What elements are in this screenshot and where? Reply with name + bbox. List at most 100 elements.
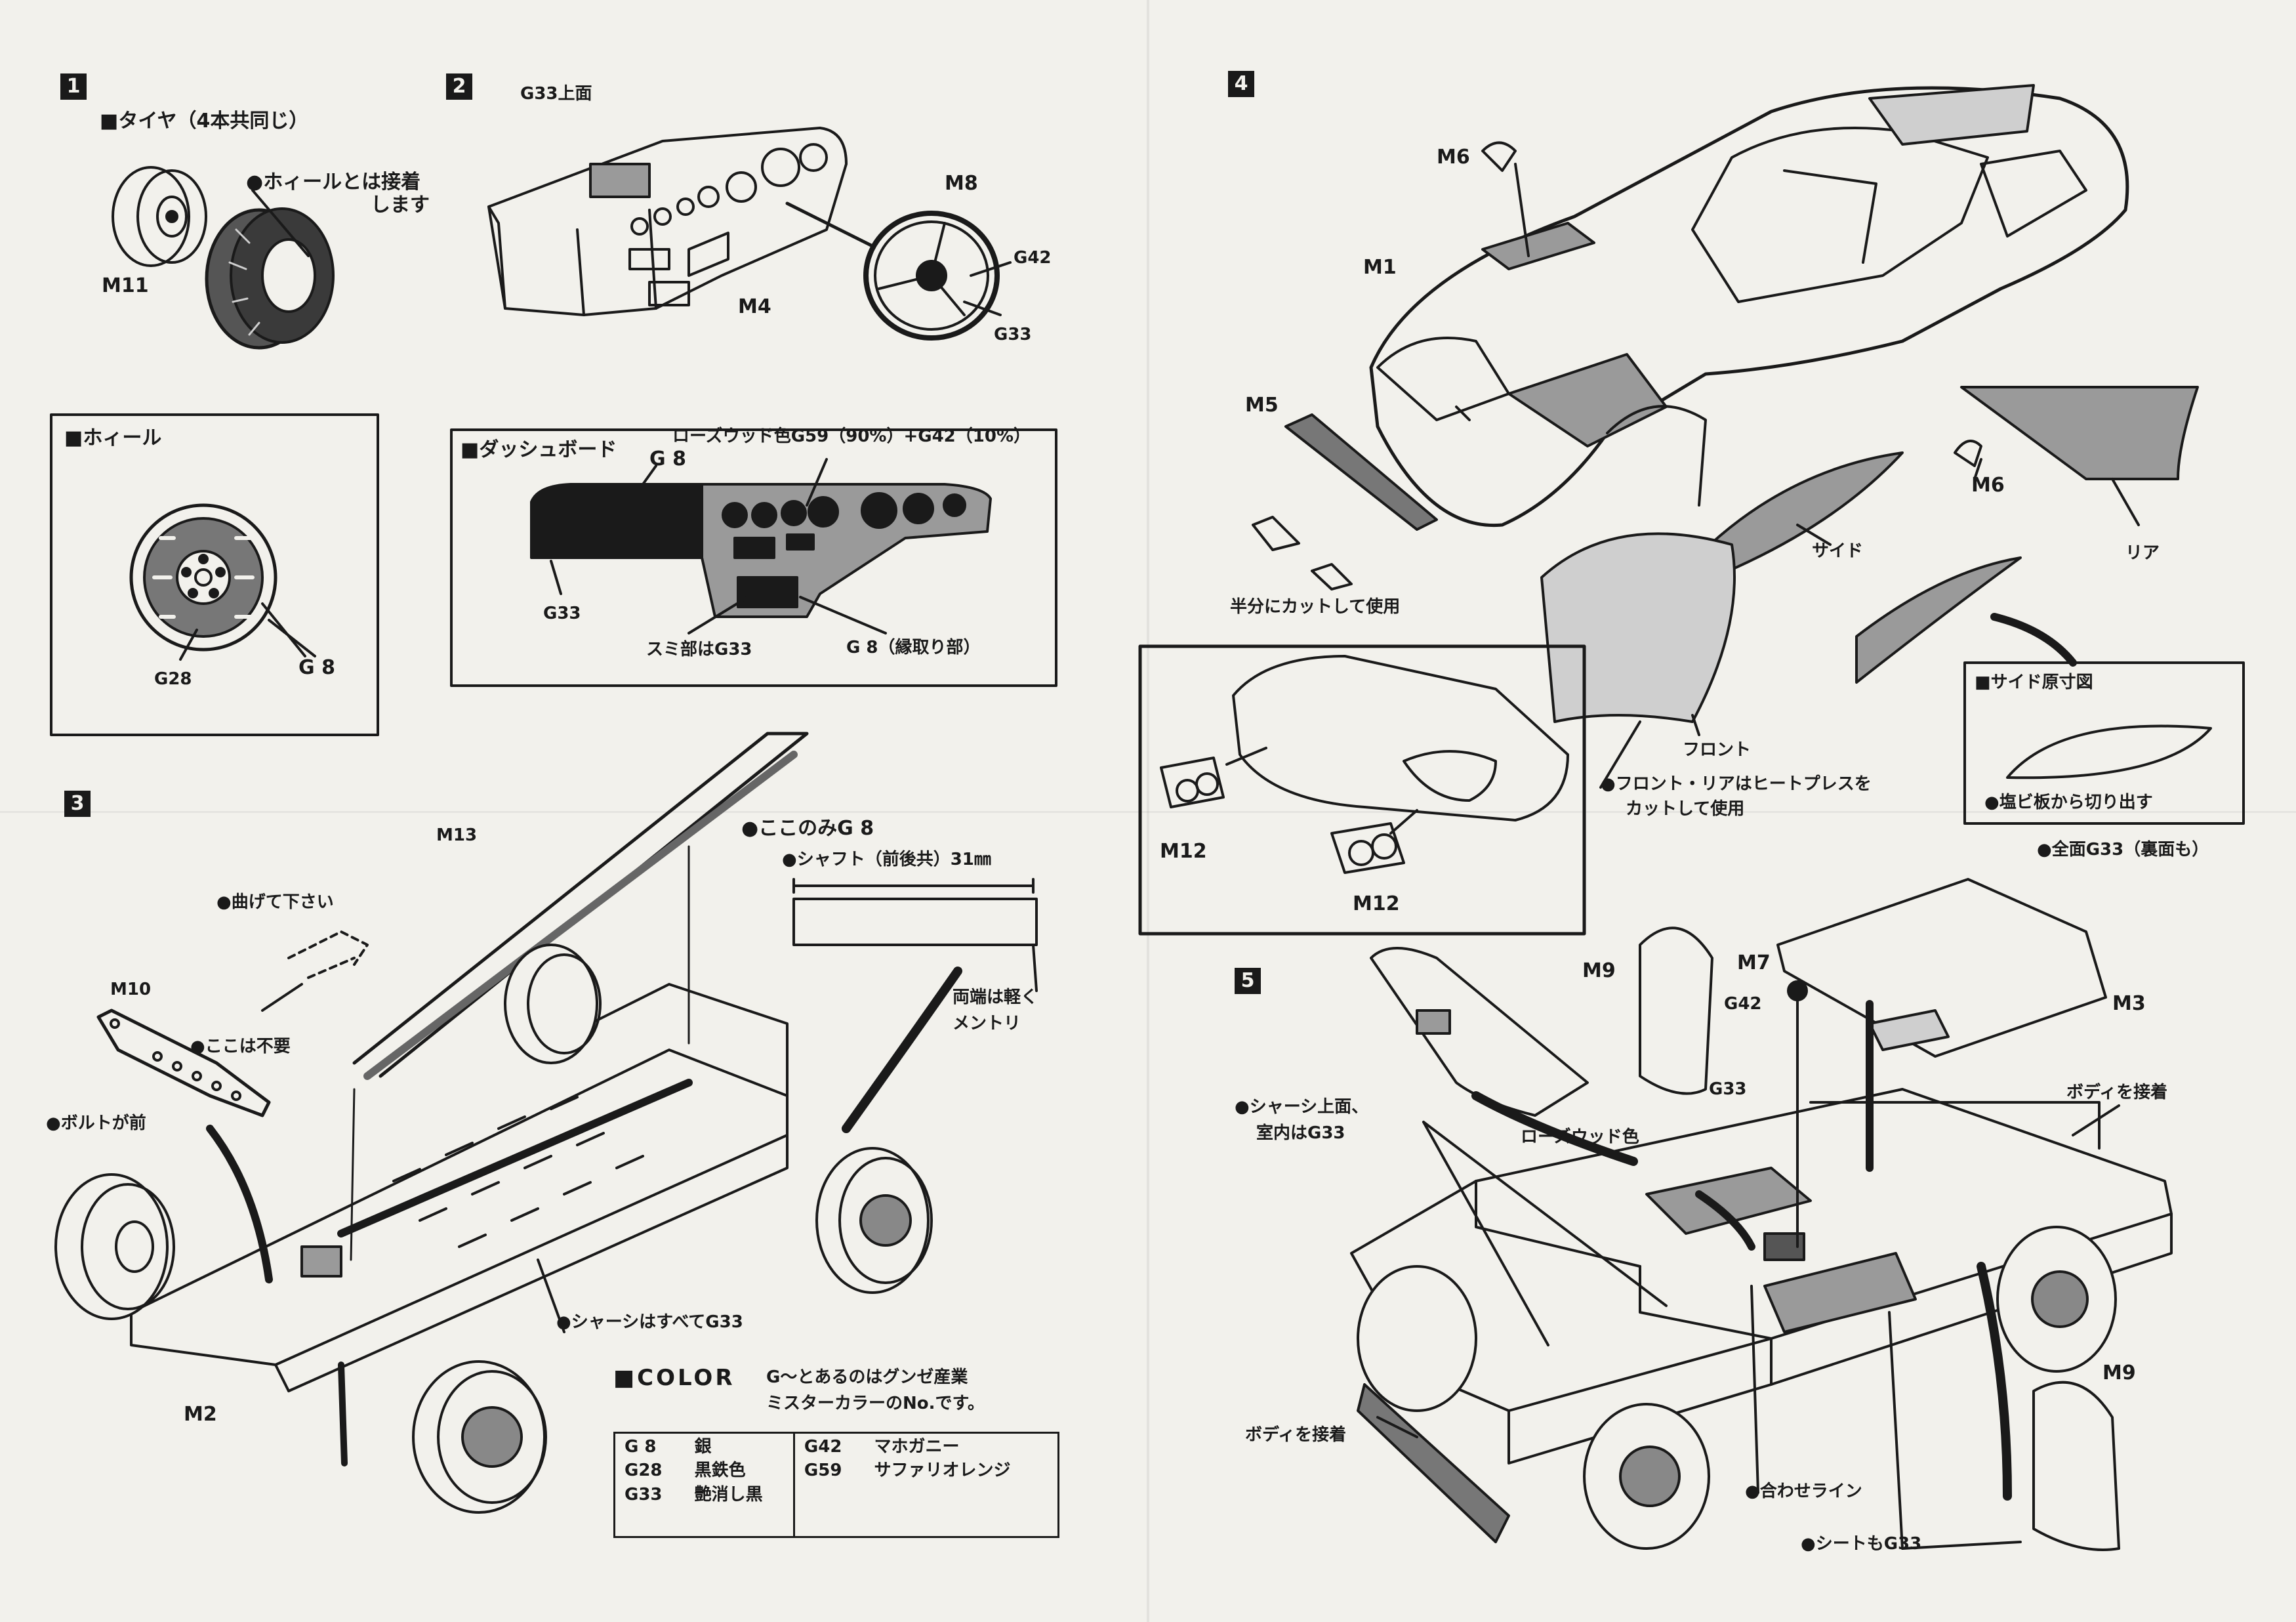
- part-m12-b-label: M12: [1353, 892, 1400, 915]
- bracket-m10: [96, 1009, 271, 1117]
- side-window-label: サイド: [1812, 541, 1864, 561]
- front-rear-heatpress-note-1: フロント・リアはヒートプレスを: [1601, 774, 1872, 795]
- sumi-g33-note: スミ部はG33: [646, 640, 752, 659]
- wheel-glue-note-2: します: [371, 194, 430, 217]
- chassis-top-note-1: シャーシ上面、: [1235, 1097, 1368, 1117]
- step-number-2: 2: [446, 73, 472, 100]
- color-name: サファリオレンジ: [874, 1461, 1011, 1481]
- dashboard-g33-label: G33: [543, 604, 581, 623]
- part-m9-bottom-label: M9: [2102, 1362, 2136, 1384]
- shift-knob-g42-label: G42: [1724, 994, 1762, 1014]
- step1-wheel-illustration: [112, 166, 207, 267]
- not-needed-note: ここは不要: [190, 1037, 291, 1057]
- steering-g42-label: G42: [1014, 248, 1052, 268]
- wheel-g28-label: G28: [154, 669, 192, 689]
- shaft-diagram: [792, 878, 1038, 946]
- part-m5-label: M5: [1245, 394, 1279, 417]
- color-name-col1: 銀 黒鉄色 艶消し黒: [686, 1433, 794, 1537]
- part-m3-label: M3: [2112, 992, 2146, 1015]
- ends-chamfer-note-1: 両端は軽く: [953, 988, 1038, 1007]
- center-fold: [1147, 0, 1149, 1622]
- part-m7-label: M7: [1737, 951, 1771, 974]
- shaft-length-note: シャフト（前後共）31㎜: [782, 850, 991, 870]
- color-name-col2: マホガニー サファリオレンジ: [865, 1433, 1058, 1537]
- color-heading: COLOR: [613, 1365, 735, 1392]
- part-m8-label: M8: [945, 172, 978, 195]
- color-note-2: ミスターカラーのNo.です。: [766, 1394, 985, 1413]
- front-window-label: フロント: [1683, 740, 1752, 760]
- horizontal-fold: [0, 811, 2296, 813]
- steering-g33-label: G33: [994, 325, 1032, 344]
- tire-heading: タイヤ（4本共同じ）: [100, 110, 308, 133]
- part-m6-side-label: M6: [1971, 474, 2005, 497]
- seat-g33-note: シートもG33: [1801, 1534, 1922, 1554]
- wheel-detail: [129, 503, 277, 652]
- chassis-g33-note: シャーシはすべてG33: [556, 1312, 743, 1333]
- step-number-1: 1: [60, 73, 87, 100]
- color-table: G 8 G28 G33 銀 黒鉄色 艶消し黒 G42 G59 マホガニー サファ…: [613, 1432, 1059, 1538]
- color-note-1: G～とあるのはグンゼ産業: [766, 1367, 968, 1387]
- all-g33-note: 全面G33（裏面も）: [2037, 840, 2209, 860]
- color-name: 銀: [694, 1437, 712, 1457]
- part-m11-label: M11: [102, 274, 149, 297]
- color-code: G42: [804, 1437, 842, 1457]
- part-m2-label: M2: [184, 1403, 217, 1426]
- ends-chamfer-note-2: メントリ: [953, 1014, 1021, 1033]
- g8-edge-note: G 8（縁取り部）: [846, 638, 981, 657]
- color-code-col1: G 8 G28 G33: [615, 1433, 686, 1537]
- wheel-glue-note: ホィールとは接着: [246, 171, 420, 194]
- chassis-wheels: [54, 944, 933, 1514]
- part-m1-label: M1: [1363, 256, 1397, 279]
- half-cut-note: 半分にカットして使用: [1230, 597, 1401, 617]
- torsion-bar-m13: [287, 732, 809, 1080]
- dashboard-paint-diagram: [530, 483, 992, 618]
- side-template-note: 塩ビ板から切り出す: [1984, 793, 2153, 813]
- shift-lever-g33-label: G33: [1709, 1079, 1747, 1099]
- rosewood-label: ローズウッド色: [1521, 1127, 1639, 1147]
- part-m9-top-label: M9: [1582, 959, 1616, 982]
- steering-wheel-illustration: [785, 201, 1000, 341]
- interior-chassis: [1350, 1088, 2173, 1465]
- color-code-col2: G42 G59: [792, 1432, 865, 1537]
- interior-wheels: [1357, 1226, 2117, 1550]
- body-parts: [1252, 141, 2199, 723]
- color-code: G59: [804, 1461, 842, 1481]
- part-m10-label: M10: [110, 980, 152, 999]
- bolt-front-note: ボルトが前: [46, 1113, 146, 1134]
- color-name: 黒鉄色: [694, 1461, 746, 1481]
- color-code: G 8: [625, 1437, 657, 1457]
- chassis-top-note-2: 室内はG33: [1256, 1123, 1345, 1143]
- dashboard-box-heading: ダッシュボード: [461, 438, 617, 462]
- color-name: マホガニー: [874, 1437, 960, 1457]
- color-code: G28: [625, 1461, 663, 1481]
- dashboard-g8-label: G 8: [649, 447, 686, 470]
- step-number-4: 4: [1228, 71, 1254, 97]
- step-number-3: 3: [64, 791, 91, 817]
- rear-window-label: リア: [2125, 543, 2160, 563]
- part-m4-label: M4: [738, 295, 771, 318]
- chassis-m2: [130, 983, 789, 1392]
- rosewood-color-note: ローズウッド色G59（90%）+G42（10%）: [672, 426, 1031, 446]
- glue-body-bottom-note: ボディを接着: [1245, 1425, 1347, 1445]
- align-line-note: 合わせライン: [1745, 1482, 1862, 1502]
- only-here-g8-note: ここのみG 8: [741, 817, 874, 841]
- part-m13-label: M13: [436, 825, 478, 845]
- side-template-heading: サイド原寸図: [1975, 673, 2093, 693]
- color-name: 艶消し黒: [694, 1484, 763, 1505]
- part-m6-top-label: M6: [1437, 146, 1470, 169]
- glue-body-top-note: ボディを接着: [2066, 1083, 2168, 1102]
- step-number-5: 5: [1235, 968, 1261, 994]
- dash-g33-top-label: G33上面: [520, 84, 592, 104]
- wheel-g8-label: G 8: [298, 656, 335, 679]
- wheel-box-heading: ホィール: [64, 426, 161, 450]
- color-code: G33: [625, 1484, 663, 1505]
- front-rear-heatpress-note-2: カットして使用: [1626, 799, 1745, 819]
- front-detail: [1160, 655, 1569, 874]
- dashboard-illustration: [487, 127, 848, 316]
- body-m1: [1369, 84, 2129, 528]
- part-m12-a-label: M12: [1160, 840, 1207, 863]
- interior-parts: [1370, 878, 2120, 1551]
- step1-tire-illustration: [205, 207, 335, 350]
